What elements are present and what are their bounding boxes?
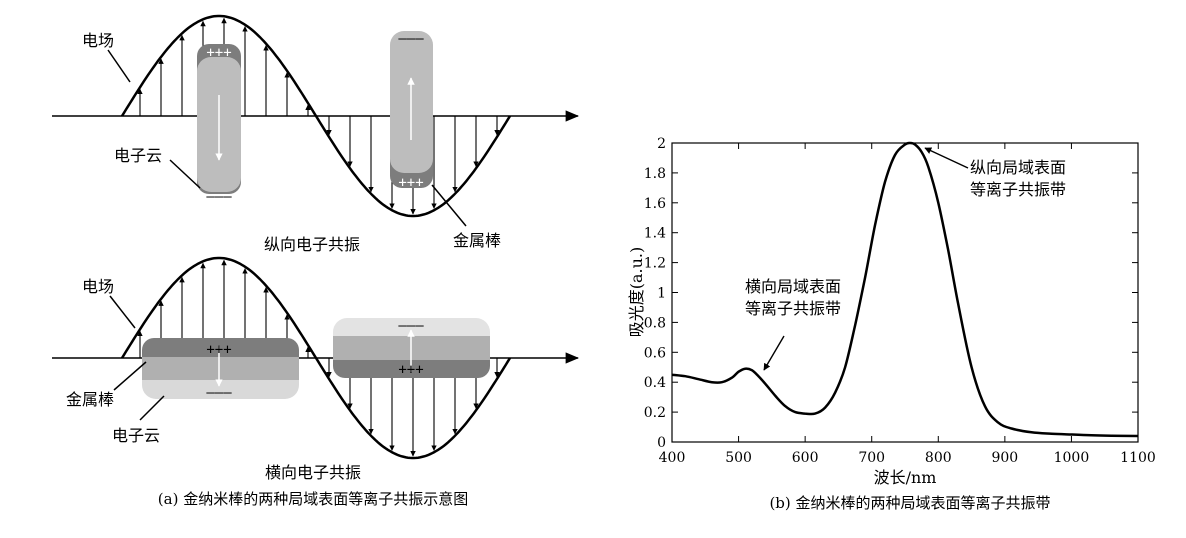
y-tick-label: 0 <box>657 435 666 451</box>
top-rod-leader <box>431 184 467 227</box>
y-tick-label: 0.4 <box>644 375 666 391</box>
bottom-rod-leader <box>113 361 147 391</box>
y-tick-label: 0.2 <box>644 405 666 421</box>
top-field-label: 电场 <box>82 31 114 50</box>
bottom-cloud-leader <box>139 395 165 421</box>
y-axis-title: 吸光度(a.u.) <box>627 247 646 338</box>
top-rod-1-minus-sign: ——— <box>206 189 232 205</box>
bottom-field-wave <box>120 256 512 460</box>
bottom-rod-2-minus-sign: ——— <box>398 318 424 334</box>
x-tick-label: 600 <box>792 450 819 466</box>
annotation-transverse-line2: 等离子共振带 <box>745 299 841 318</box>
absorbance-curve <box>671 141 1139 438</box>
bottom-rod-label: 金属棒 <box>66 390 114 409</box>
annotation-longitudinal-line1: 纵向局域表面 <box>970 158 1066 177</box>
panel-b-chart: 400 500 600 700 800 900 1000 1100 0 0.2 0.4 0.6 0.8 1… <box>627 136 1156 487</box>
top-field-leader <box>107 49 131 83</box>
x-tick-label: 900 <box>991 450 1018 466</box>
top-cloud-label: 电子云 <box>114 146 162 165</box>
y-tick-label: 1 <box>657 286 666 302</box>
panel-b-caption: (b) 金纳米棒的两种局域表面等离子共振带 <box>769 494 1050 512</box>
x-axis-title: 波长/nm <box>874 468 937 487</box>
bottom-field-label: 电场 <box>82 277 114 296</box>
chart-ticks: 400 500 600 700 800 900 1000 1100 0 0.2 0.4 0.6 0.8 1… <box>644 136 1156 466</box>
x-tick-label: 1100 <box>1120 450 1156 466</box>
annotation-longitudinal-line2: 等离子共振带 <box>970 180 1066 199</box>
y-tick-label: 0.8 <box>644 315 666 331</box>
y-tick-label: 2 <box>657 136 666 152</box>
bottom-rod-2-plus-sign: +++ <box>398 362 423 378</box>
panel-a-top: +++ ——— ——— +++ 电场 电子云 金属棒 纵向电子共振 <box>52 14 580 254</box>
top-field-wave <box>120 14 512 218</box>
top-rod-2: ——— +++ <box>390 31 433 191</box>
x-tick-label: 400 <box>659 450 686 466</box>
bottom-rod-1-minus-sign: ——— <box>206 385 232 401</box>
top-rod-label: 金属棒 <box>453 231 501 250</box>
x-tick-label: 1000 <box>1054 450 1090 466</box>
y-tick-label: 0.6 <box>644 345 666 361</box>
x-tick-label: 700 <box>858 450 885 466</box>
y-tick-label: 1.2 <box>644 256 666 272</box>
bottom-rod-1: +++ ——— <box>142 338 299 401</box>
panel-a-bottom: +++ ——— ——— +++ 电场 金属棒 电子云 横向电子共振 <box>52 256 580 482</box>
top-rod-1-plus-sign: +++ <box>206 45 231 61</box>
top-title: 纵向电子共振 <box>264 235 360 254</box>
top-rod-1: +++ ——— <box>197 44 241 205</box>
annotation-transverse-arrow <box>763 335 785 371</box>
bottom-cloud-label: 电子云 <box>112 426 160 445</box>
y-tick-label: 1.4 <box>644 226 666 242</box>
top-rod-2-minus-sign: ——— <box>398 31 424 47</box>
y-tick-label: 1.8 <box>644 166 666 182</box>
bottom-title: 横向电子共振 <box>265 463 361 482</box>
y-tick-label: 1.6 <box>644 196 666 212</box>
x-tick-label: 500 <box>725 450 752 466</box>
top-rod-2-plus-sign: +++ <box>398 175 423 191</box>
top-cloud-leader <box>169 159 201 189</box>
annotation-longitudinal-arrow <box>924 147 969 169</box>
bottom-field-leader <box>109 295 136 329</box>
plot-frame <box>671 142 1139 443</box>
annotation-transverse-line1: 横向局域表面 <box>745 277 841 296</box>
bottom-rod-1-plus-sign: +++ <box>206 342 231 358</box>
bottom-rod-2: ——— +++ <box>333 318 490 378</box>
x-tick-label: 800 <box>925 450 952 466</box>
bottom-rod-1-overlap <box>142 357 299 380</box>
panel-a-caption: (a) 金纳米棒的两种局域表面等离子共振示意图 <box>158 490 468 508</box>
